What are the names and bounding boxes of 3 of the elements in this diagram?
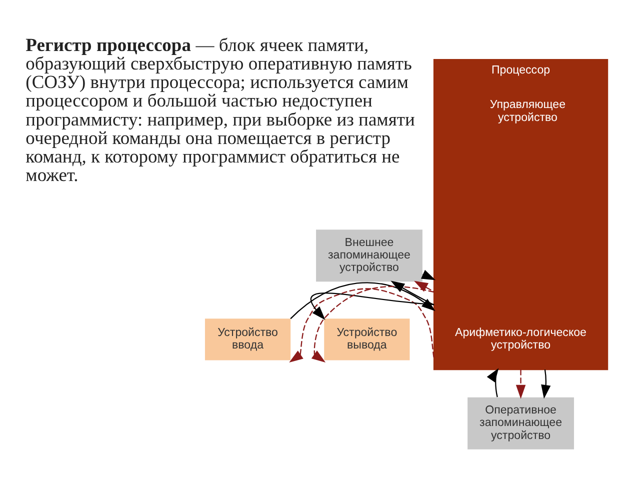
label: Регистр процессора — блок ячеек памяти, образующий сверхбыструю оперативную память (СОЗУ) внутри процессора; используется самим процессором и большой частью недоступен программисту: например, при выборке из памяти очередной команды она помещается в регистр команд, к которому программист обратиться не может. [26,36,415,186]
node-text: Арифметико-логическое устройство [455,327,586,352]
node-text: Управляющее устройство [490,99,566,124]
